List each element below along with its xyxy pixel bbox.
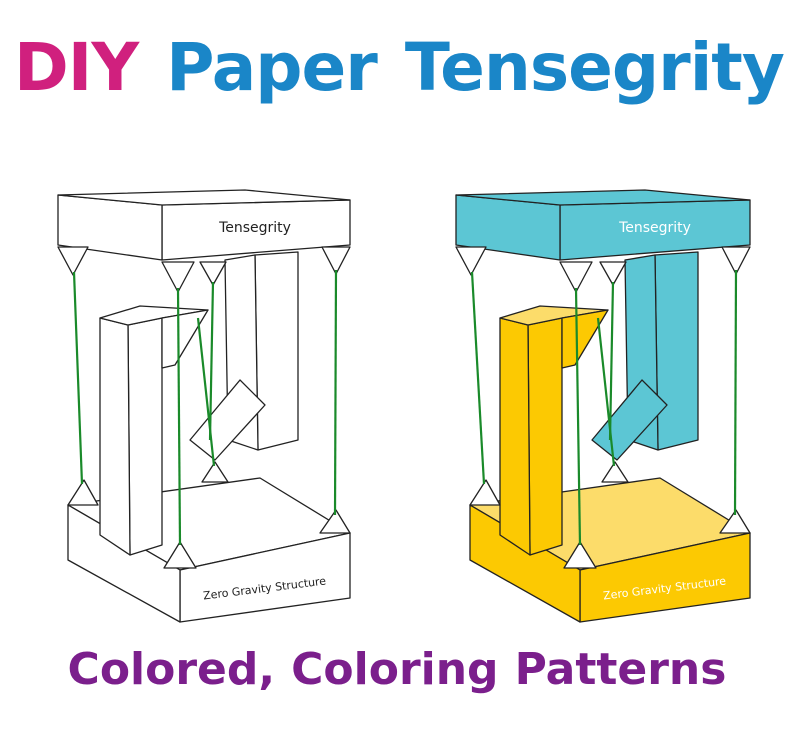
outline-standing-arm-side <box>99 317 131 556</box>
colored-node <box>559 261 593 293</box>
outline-node <box>163 541 197 569</box>
outline-node <box>321 246 351 275</box>
outline-standing-hook <box>161 309 209 369</box>
colored-standing-arm-front <box>527 317 563 556</box>
page-subtitle: Colored, Coloring Patterns <box>0 640 794 700</box>
colored-top-label: Tensegrity <box>618 220 691 236</box>
outline-hanging-arm-front <box>254 251 299 451</box>
colored-node <box>599 261 627 286</box>
colored-node <box>719 509 751 534</box>
outline-top-lid <box>57 189 351 206</box>
outline-node <box>67 479 99 506</box>
colored-top-lid <box>455 189 751 206</box>
colored-node <box>469 479 501 506</box>
outline-node <box>199 261 227 286</box>
outline-hanging-foot <box>189 379 266 461</box>
colored-standing-arm-side <box>499 317 531 556</box>
colored-hanging-arm-front <box>654 251 699 451</box>
colored-strings <box>470 269 738 546</box>
title-word-tensegrity: Tensegrity <box>404 29 785 106</box>
outline-node <box>57 246 89 276</box>
subtitle-word-coloring: Coloring <box>291 644 499 695</box>
colored-node <box>455 246 487 276</box>
title-word-diy: DIY <box>14 29 139 106</box>
outline-strings <box>72 269 338 546</box>
outline-model: Tensegrity Zero Gravity Structure <box>57 189 351 623</box>
outline-top-label: Tensegrity <box>218 220 291 236</box>
outline-node <box>161 261 195 293</box>
outline-node <box>201 461 229 483</box>
title-word-paper: Paper <box>166 29 378 106</box>
colored-standing-hook <box>561 309 609 369</box>
outline-standing-arm-front <box>127 317 163 556</box>
outline-node <box>319 509 351 534</box>
subtitle-word-patterns: Patterns <box>514 644 727 695</box>
page-title: DIY Paper Tensegrity <box>0 28 794 108</box>
colored-node <box>601 461 629 483</box>
colored-model: Tensegrity Zero Gravity Structure <box>455 189 751 623</box>
colored-node <box>563 541 597 569</box>
colored-node <box>721 246 751 275</box>
subtitle-word-colored: Colored, <box>67 644 276 695</box>
